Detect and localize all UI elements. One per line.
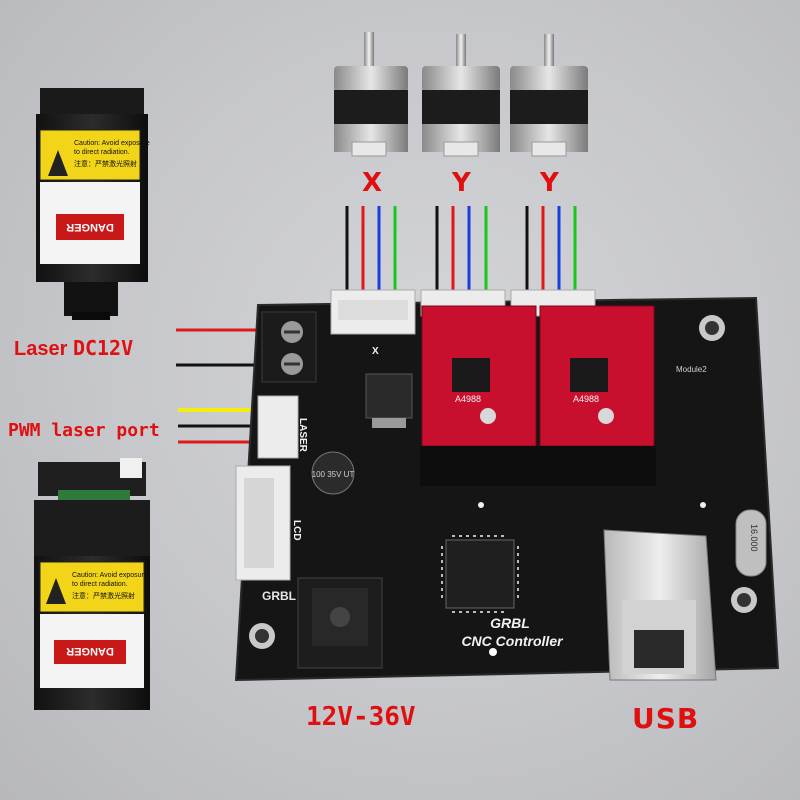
module-label: Module2: [676, 365, 707, 374]
capacitor-label: 100 35V UT: [312, 470, 355, 479]
top-danger-label: DANGER: [66, 221, 114, 233]
power-input-caption: 12V-36V: [306, 702, 416, 732]
driver-sockets: [420, 446, 656, 486]
laser-header-label: LASER: [297, 418, 308, 453]
bottom-chinese-note: 注意：严禁激光照射: [72, 591, 135, 600]
axis-x-label: X: [362, 168, 383, 198]
usb-caption: USB: [632, 702, 700, 735]
screw-terminal: [261, 311, 317, 383]
motor-y2-wires: [525, 206, 577, 292]
lcd-header: [235, 465, 291, 581]
lcd-header-label: LCD: [291, 520, 302, 541]
electrolytic-capacitor: 100 35V UT: [311, 451, 355, 495]
bottom-caution-line2: to direct radiation.: [72, 581, 128, 588]
motor-y1-wires: [435, 206, 488, 292]
aux-led: [700, 502, 706, 508]
stepper-driver-2: A4988: [539, 305, 655, 447]
voltage-regulator: [365, 373, 413, 428]
stepper-motor-y1: [422, 34, 500, 157]
stepper-motor-x: [334, 32, 408, 157]
laser-module-bottom: Caution: Avoid exposure to direct radiat…: [34, 458, 150, 710]
top-caution-line1: Caution: Avoid exposure: [74, 140, 150, 147]
bottom-caution-line1: Caution: Avoid exposure: [72, 572, 148, 579]
power-led: [478, 502, 484, 508]
driver-2-chip: A4988: [573, 394, 599, 404]
axis-y2-label: Y: [540, 168, 559, 198]
header-x-label: X: [372, 346, 379, 357]
board-title-line1: GRBL: [490, 615, 530, 631]
status-led: [489, 648, 497, 656]
laser-header: [257, 395, 299, 459]
crystal-label: 16.000: [749, 524, 759, 552]
laser-power-caption: Laser DC12V: [14, 336, 133, 361]
usb-b-port: [603, 529, 717, 681]
axis-y1-label: Y: [452, 168, 471, 198]
pwm-port-caption: PWM laser port: [8, 420, 160, 441]
bottom-danger-label: DANGER: [66, 645, 114, 657]
top-chinese-note: 注意：严禁激光照射: [74, 159, 137, 168]
laser-power-wires: [176, 328, 262, 367]
motor-header-x: [330, 289, 416, 335]
laser-voltage-caption: DC12V: [72, 336, 134, 360]
dc-power-jack: [297, 577, 383, 669]
top-caution-line2: to direct radiation.: [74, 149, 130, 156]
microcontroller: [441, 535, 519, 613]
driver-1-chip: A4988: [455, 394, 481, 404]
pwm-wires: [178, 408, 262, 444]
stepper-motor-y2: [510, 34, 588, 157]
laser-module-top: Caution: Avoid exposure to direct radiat…: [36, 88, 150, 320]
crystal-oscillator: 16.000: [735, 509, 767, 577]
laser-caption-word: Laser: [14, 338, 68, 360]
board-brand: GRBL: [262, 589, 296, 603]
stepper-driver-1: A4988: [421, 305, 537, 447]
motor-x-wires: [345, 206, 397, 292]
board-title-line2: CNC Controller: [461, 633, 564, 649]
